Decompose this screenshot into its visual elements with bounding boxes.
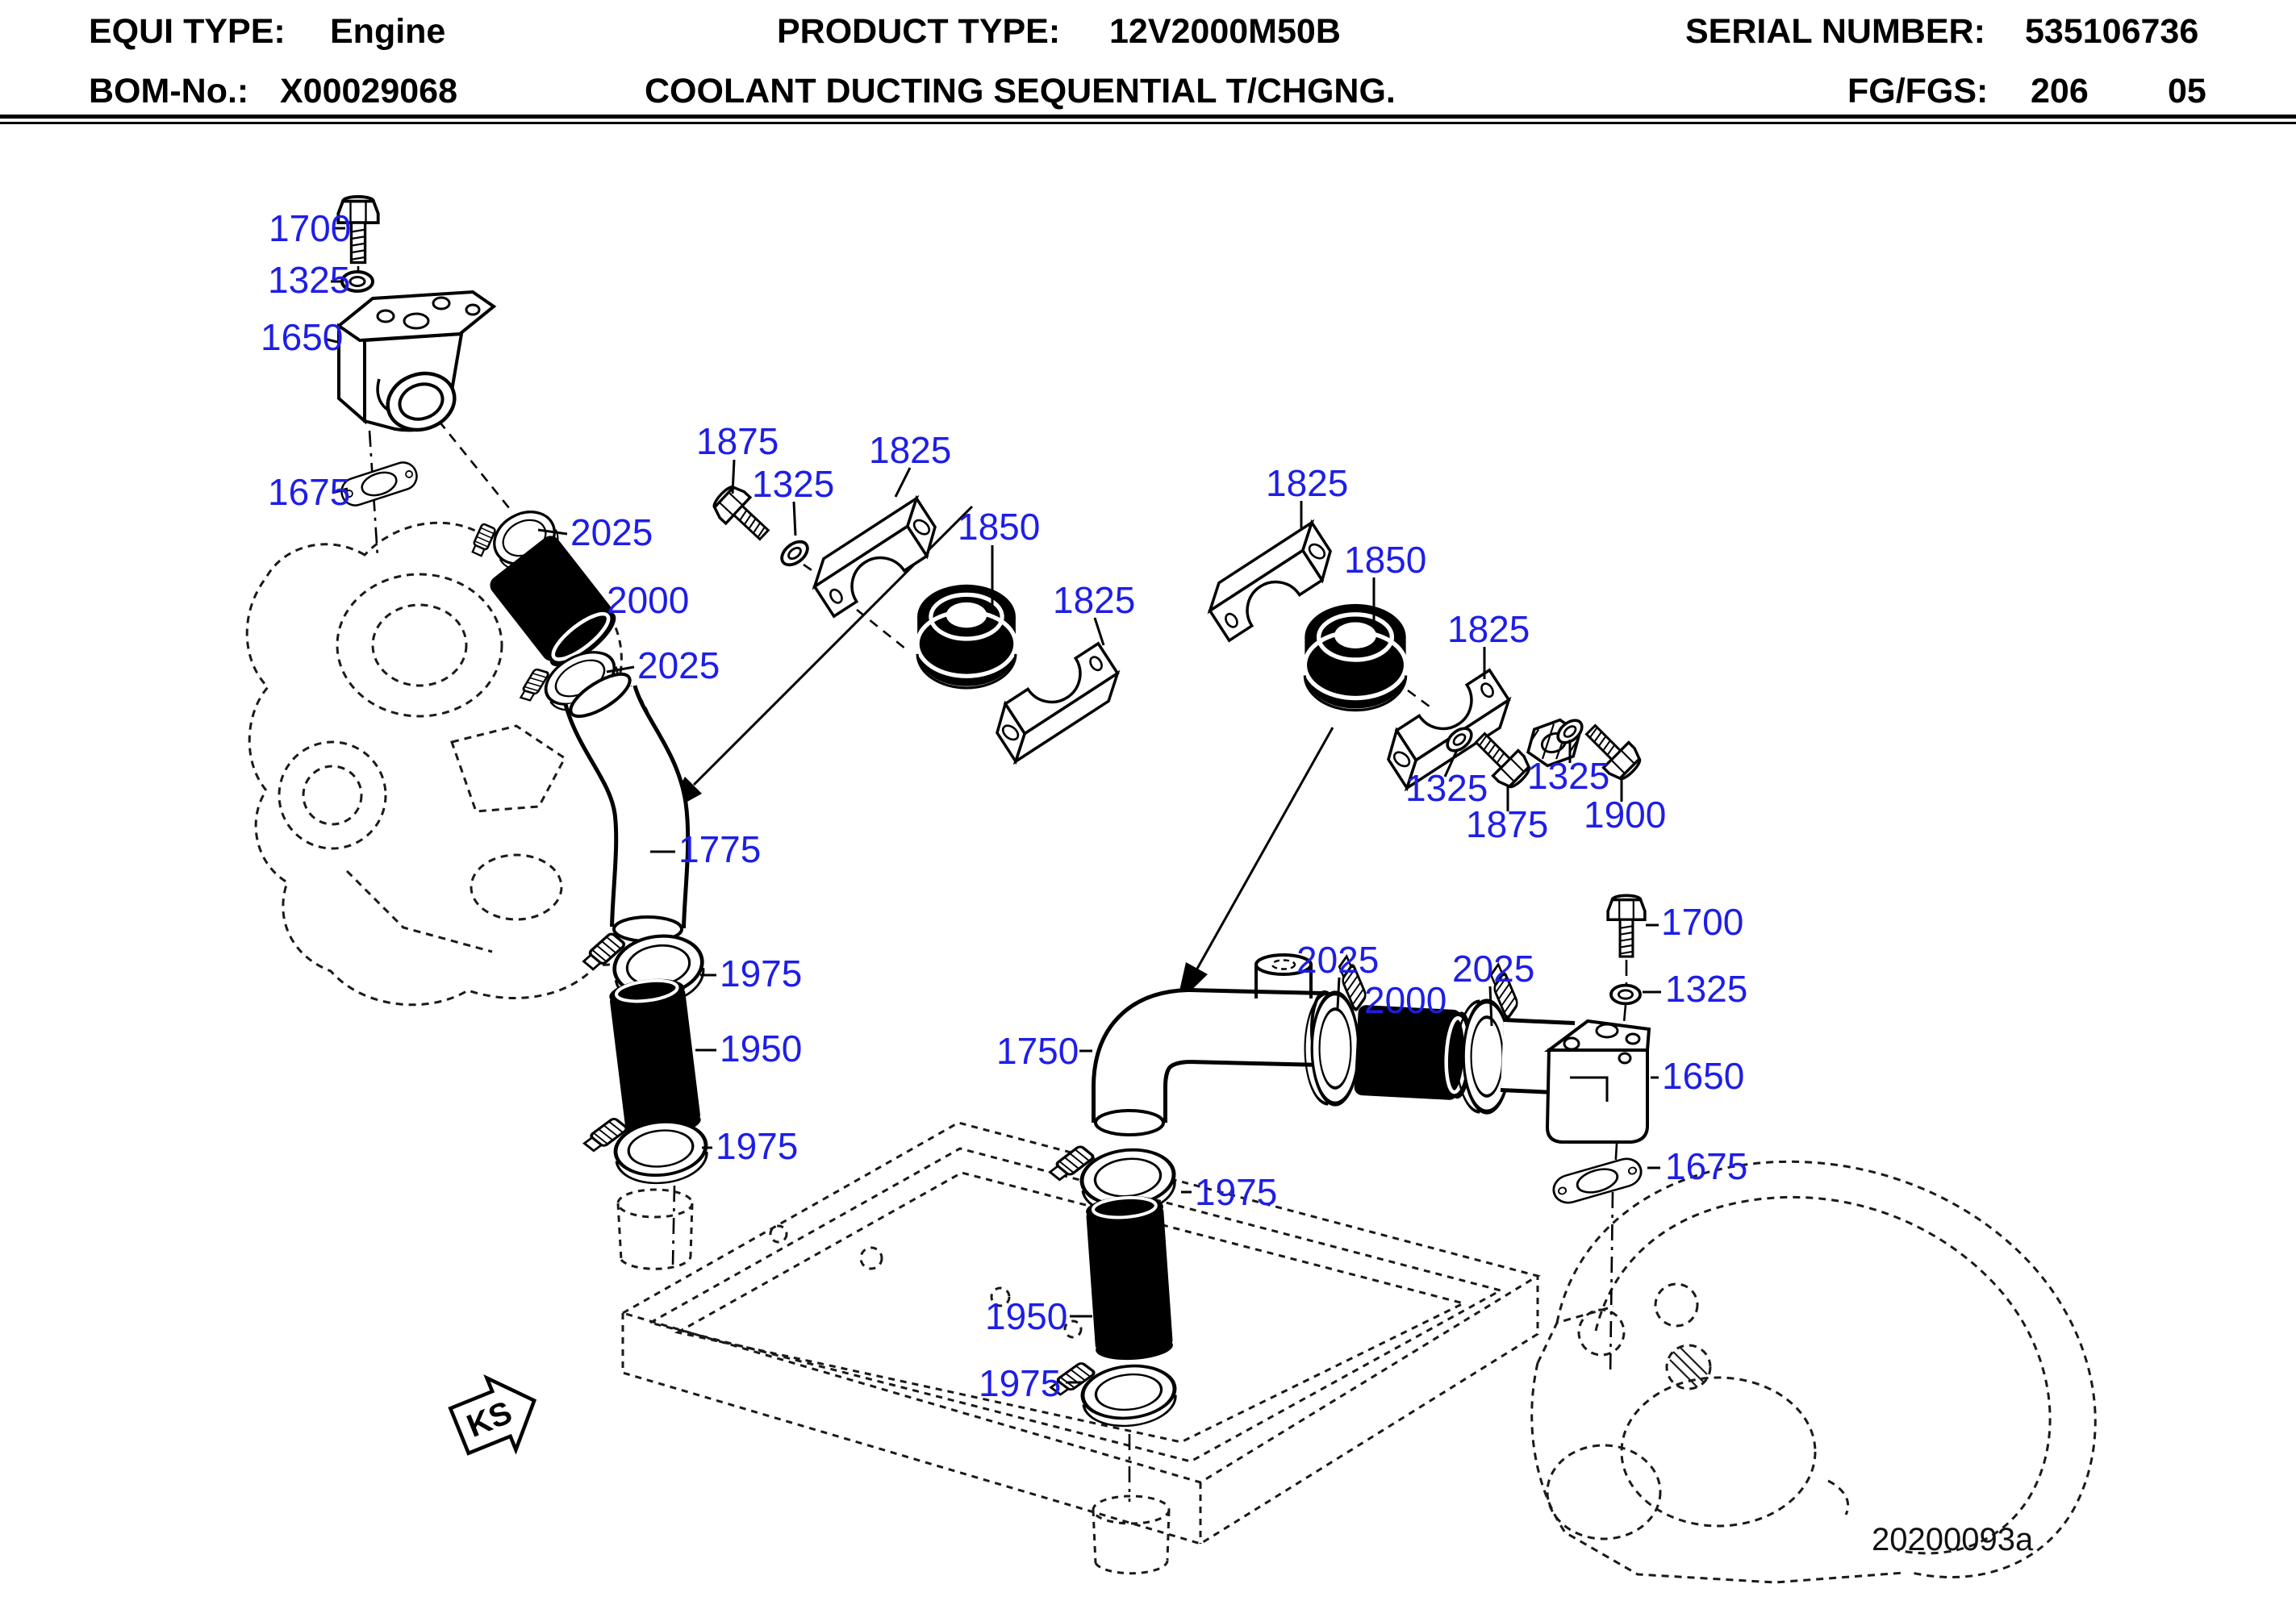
callout-1675-right: 1675 — [1665, 1145, 1747, 1187]
callout-1325-left: 1325 — [268, 259, 350, 301]
callout-1775-pipe: 1775 — [678, 828, 761, 870]
product-type-value: 12V2000M50B — [1109, 12, 1341, 51]
washer-center — [775, 536, 814, 571]
drawing-title: COOLANT DUCTING SEQUENTIAL T/CHGNG. — [645, 72, 1396, 110]
fg-fgs-sheet: 05 — [2168, 72, 2206, 110]
callout-1850-right: 1850 — [1344, 539, 1426, 581]
callout-1875-center: 1875 — [696, 420, 779, 462]
hose-left-short — [490, 536, 616, 667]
callout-1900-right: 1900 — [1584, 794, 1666, 836]
leader-lines — [324, 227, 1661, 1384]
washer-right-housing — [1609, 983, 1642, 1006]
callout-2025-right-2: 2025 — [1452, 948, 1534, 990]
callout-1850-center: 1850 — [958, 506, 1040, 548]
equi-type-label: EQUI TYPE: — [89, 12, 286, 51]
callout-1975-left-upper: 1975 — [720, 953, 802, 994]
bom-no-value: X00029068 — [280, 72, 457, 110]
thermostat-housing-left — [336, 290, 497, 432]
bracket-half-center-upper — [803, 497, 948, 618]
elbow-pipe — [1092, 953, 1339, 1136]
header-divider-top — [0, 115, 2296, 119]
callout-1825-right-lower: 1825 — [1447, 608, 1530, 650]
serial-number-value: 535106736 — [2025, 12, 2199, 51]
hose-bottom-stack — [1086, 1195, 1173, 1361]
callout-1750-elbow: 1750 — [996, 1030, 1079, 1072]
callout-2000-right: 2000 — [1364, 979, 1446, 1021]
callout-1975-bottom-lower: 1975 — [979, 1362, 1061, 1404]
callout-1325-right-1: 1325 — [1405, 767, 1488, 809]
grommet-right — [1305, 604, 1405, 711]
callout-2025-left-upper: 2025 — [570, 511, 653, 553]
fg-fgs-label: FG/FGS: — [1847, 72, 1989, 110]
elbow-port-fitting — [1254, 953, 1313, 998]
callout-1325-right: 1325 — [1665, 968, 1747, 1010]
callout-1950-bottom: 1950 — [985, 1295, 1067, 1337]
callout-1825-center-lower: 1825 — [1053, 579, 1135, 621]
callout-2025-right-1: 2025 — [1296, 939, 1379, 981]
serial-number-label: SERIAL NUMBER: — [1685, 12, 1985, 51]
header-divider-bottom — [0, 122, 2296, 124]
grommet-center — [917, 585, 1016, 688]
turbocharger-outline-right — [1530, 1160, 2097, 1584]
callout-1325-center: 1325 — [752, 463, 834, 505]
callout-1325-right-2: 1325 — [1527, 755, 1609, 797]
fg-fgs-value: 206 — [2031, 72, 2089, 110]
callout-1825-center-upper: 1825 — [869, 429, 951, 471]
bolt-right-housing — [1606, 894, 1647, 958]
figure-number: 20200093a — [1872, 1522, 2034, 1557]
gasket-right — [1549, 1153, 1646, 1208]
callout-1825-right-upper: 1825 — [1266, 462, 1348, 504]
callout-1875-right: 1875 — [1466, 803, 1548, 845]
callout-1700-right: 1700 — [1661, 901, 1743, 943]
bom-no-label: BOM-No.: — [89, 72, 249, 110]
callout-1650-right: 1650 — [1662, 1055, 1744, 1097]
callout-1675-left: 1675 — [268, 471, 350, 513]
callout-1950-left: 1950 — [720, 1028, 802, 1069]
coolant-pipe-left — [563, 672, 691, 943]
callout-2000-left: 2000 — [607, 579, 689, 621]
hose-left-stack — [609, 978, 701, 1137]
callout-1700-left: 1700 — [269, 207, 351, 249]
callout-1975-bottom-upper: 1975 — [1195, 1171, 1277, 1213]
gasket-left — [336, 457, 422, 511]
callout-1650-left: 1650 — [261, 316, 343, 358]
thermostat-housing-right — [1544, 1019, 1651, 1144]
intake-manifold-outline — [616, 1121, 1541, 1575]
product-type-label: PRODUCT TYPE: — [777, 12, 1061, 51]
clamp-bottom-stack-lower — [1046, 1353, 1178, 1433]
callout-2025-left-lower: 2025 — [637, 644, 720, 686]
ks-direction-marker: KS — [448, 1374, 537, 1456]
hatched-bolt-detail — [1669, 1346, 1708, 1388]
equi-type-value: Engine — [330, 12, 446, 51]
callout-1975-left-lower: 1975 — [716, 1125, 798, 1167]
